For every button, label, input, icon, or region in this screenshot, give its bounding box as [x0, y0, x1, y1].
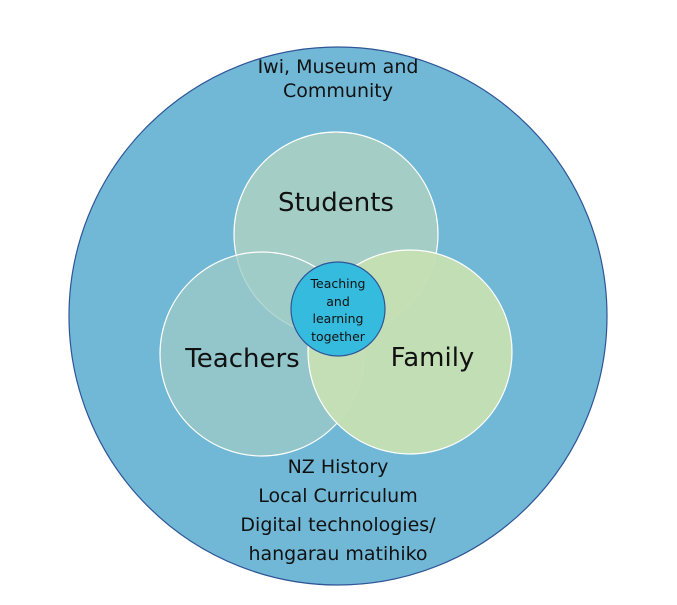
outer-bottom-line: hangarau matihiko	[248, 543, 428, 565]
center-line: learning	[312, 311, 364, 326]
center-line: together	[311, 328, 365, 344]
teachers-label: Teachers	[185, 344, 300, 374]
family-label: Family	[390, 343, 475, 373]
students-label: Students	[278, 188, 394, 218]
center-line: Teaching	[310, 276, 366, 291]
outer-bottom-line: NZ History	[287, 456, 389, 478]
outer-top-label: Iwi, Museum and Community	[218, 56, 458, 104]
center-label: Teaching and learning together	[292, 275, 384, 345]
outer-bottom-line: Local Curriculum	[258, 485, 418, 507]
outer-top-line: Iwi, Museum and	[257, 56, 419, 78]
outer-bottom-label: NZ History Local Curriculum Digital tech…	[206, 453, 470, 569]
outer-bottom-line: Digital technologies/	[240, 514, 436, 536]
outer-top-line: Community	[283, 79, 393, 102]
center-line: and	[326, 293, 350, 309]
center-circle	[290, 261, 386, 357]
